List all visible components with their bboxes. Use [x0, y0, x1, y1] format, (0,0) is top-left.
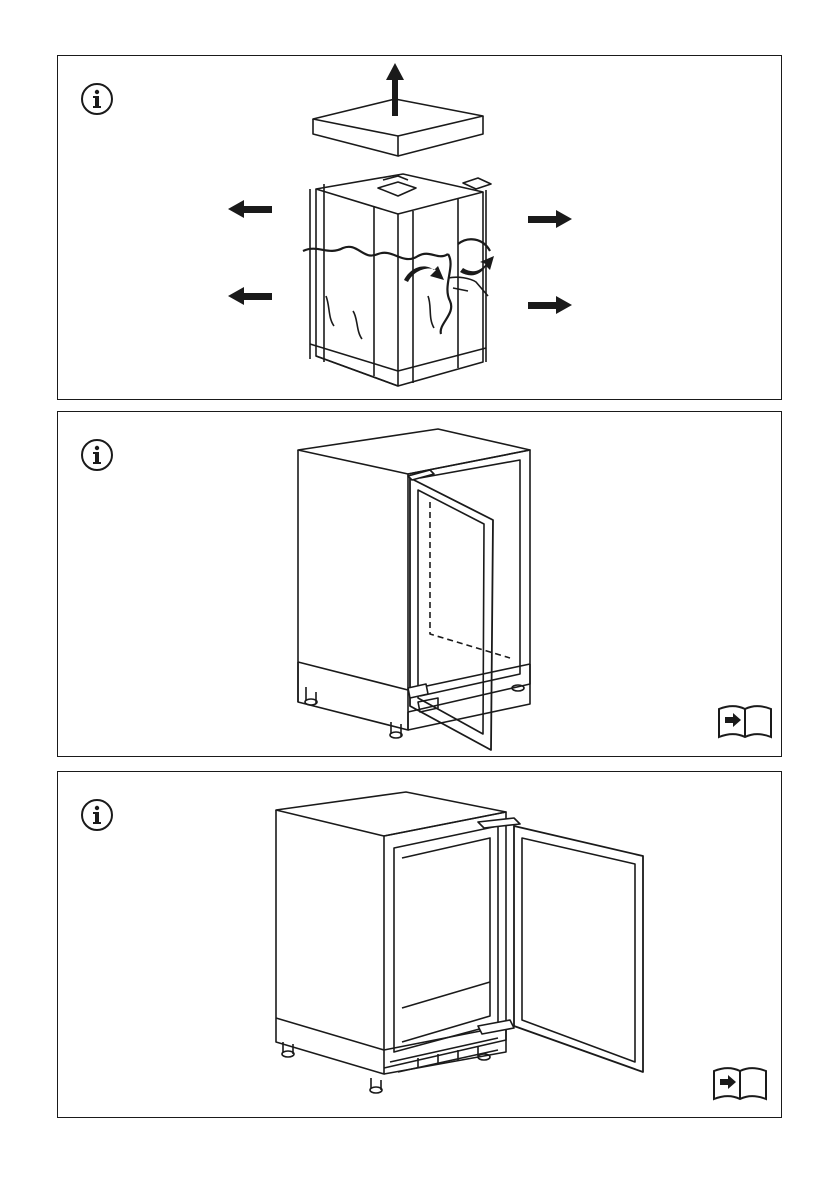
read-manual-icon	[717, 703, 773, 741]
arrow-up-icon	[386, 63, 404, 116]
arrow-left-bottom-icon	[228, 287, 272, 305]
packaging-box	[303, 174, 491, 386]
arrow-right-bottom-icon	[528, 296, 572, 314]
read-manual-icon	[712, 1065, 768, 1103]
appliance-door-open-illustration	[58, 412, 783, 758]
arrow-curved-right-icon	[460, 256, 494, 275]
arrow-curved-left-icon	[404, 266, 444, 282]
arrow-left-top-icon	[228, 200, 272, 218]
arrow-right-top-icon	[528, 210, 572, 228]
door-open-wide-panel	[57, 771, 782, 1118]
unpacking-illustration	[58, 56, 783, 401]
unpacking-panel	[57, 55, 782, 400]
door-open-panel	[57, 411, 782, 757]
appliance-door-wide-illustration	[58, 772, 783, 1119]
